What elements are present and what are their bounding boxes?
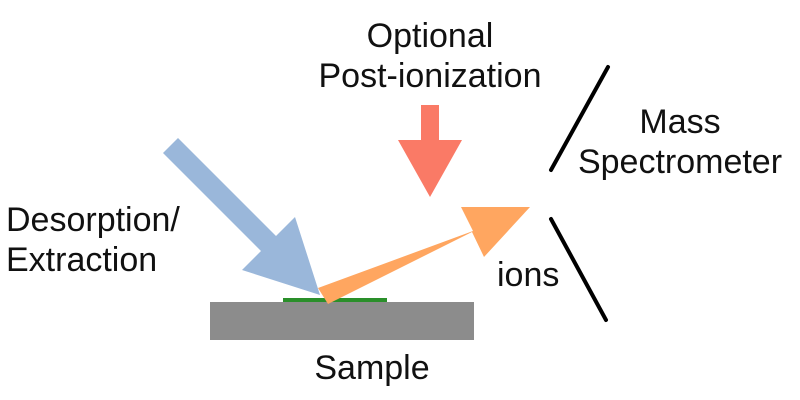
mass-label-line1: Mass — [639, 103, 721, 141]
optional-label-line1: Optional — [366, 17, 494, 55]
desorption-arrow — [163, 138, 320, 295]
optional-label-line2: Post-ionization — [318, 57, 542, 95]
desorption-label-line1: Desorption/ — [6, 201, 180, 239]
ion-arrow — [318, 207, 530, 304]
sample-block — [210, 302, 474, 340]
optional-post-ionization-label: Optional Post-ionization — [300, 16, 560, 96]
spectrometer-lower-line — [549, 217, 608, 322]
mass-label-line2: Spectrometer — [577, 143, 783, 181]
spectrometer-upper-line — [549, 65, 610, 172]
mass-spectrometer-label: Mass Spectrometer — [560, 102, 800, 182]
desorption-label-line2: Extraction — [6, 241, 158, 279]
desorption-extraction-label: Desorption/ Extraction — [6, 200, 180, 280]
ions-label: ions — [497, 256, 560, 294]
sample-label: Sample — [314, 349, 430, 387]
post-ionization-arrow — [398, 105, 462, 197]
